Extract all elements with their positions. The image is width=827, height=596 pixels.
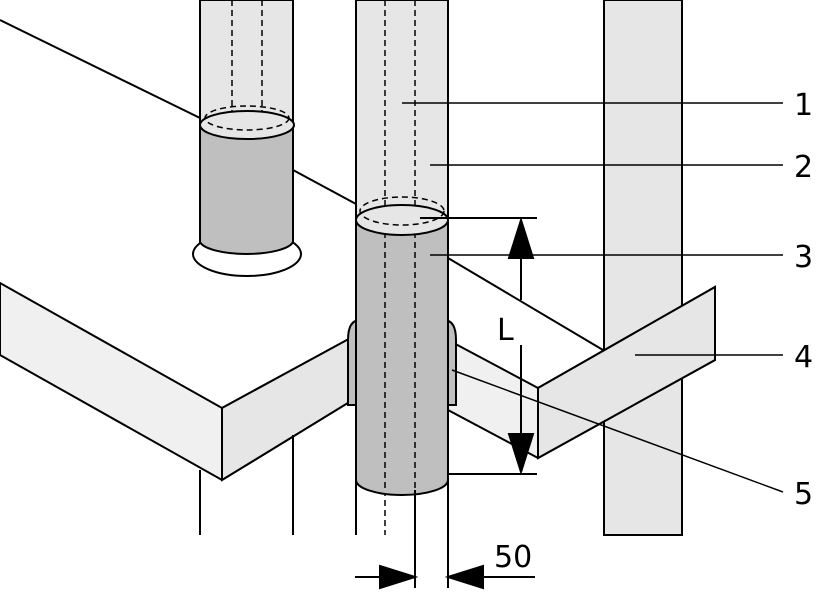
callout-2: 2	[794, 150, 813, 185]
dimension-length	[420, 216, 537, 476]
callout-3: 3	[794, 240, 813, 275]
leader-lines	[402, 102, 784, 493]
vertical-rail-right	[603, 0, 683, 536]
floor-slab-left	[0, 281, 357, 535]
back-pipe-left	[192, 0, 302, 277]
callout-1: 1	[794, 88, 813, 123]
dimension-width	[355, 490, 535, 590]
callout-4: 4	[794, 340, 813, 375]
slab-back-edges	[0, 19, 604, 351]
floor-slab-right	[447, 285, 716, 460]
dimension-length-label: L	[497, 313, 514, 348]
insulation-sleeve	[355, 196, 449, 535]
dimension-width-label: 50	[494, 540, 532, 575]
callout-5: 5	[794, 477, 813, 512]
